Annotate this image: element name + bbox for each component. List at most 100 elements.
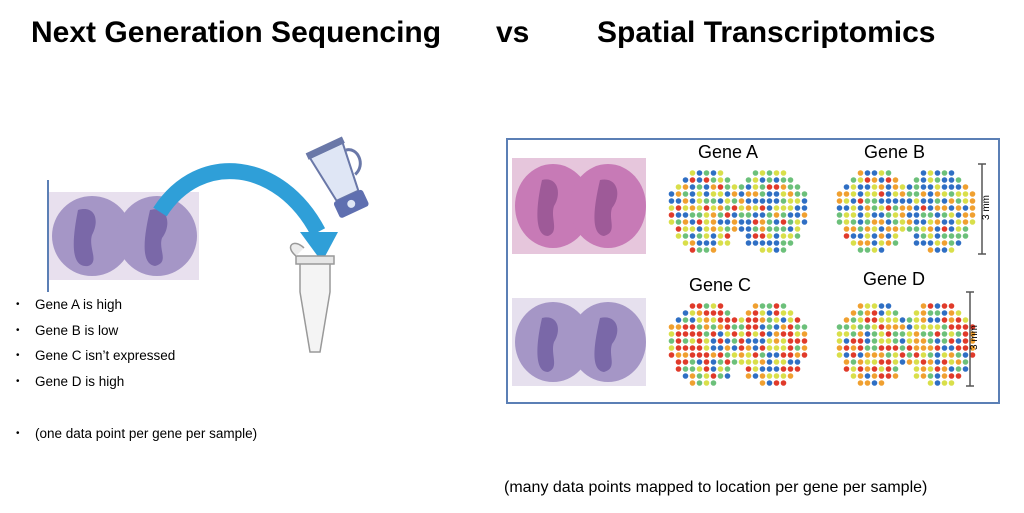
spot	[927, 310, 934, 316]
spot	[885, 184, 892, 190]
spot	[927, 240, 934, 246]
spot	[696, 317, 703, 323]
spot	[948, 226, 955, 232]
spot	[906, 205, 913, 211]
spot	[745, 338, 752, 344]
spot	[675, 226, 682, 232]
spot	[689, 219, 696, 225]
spot	[913, 219, 920, 225]
spot	[794, 345, 801, 351]
spot	[703, 303, 710, 309]
spot	[759, 310, 766, 316]
spot	[955, 324, 962, 330]
spot	[801, 352, 808, 358]
spot	[717, 331, 724, 337]
spot	[864, 191, 871, 197]
spot	[717, 212, 724, 218]
spot	[766, 247, 773, 253]
spot	[927, 331, 934, 337]
spot	[766, 331, 773, 337]
spot	[794, 233, 801, 239]
spot	[948, 345, 955, 351]
spot	[948, 303, 955, 309]
spot-map	[668, 303, 808, 386]
spot	[682, 240, 689, 246]
spot	[689, 205, 696, 211]
spot	[752, 184, 759, 190]
spot	[787, 233, 794, 239]
spot	[724, 219, 731, 225]
spot	[794, 205, 801, 211]
list-item: Gene B is low	[14, 323, 175, 349]
spot	[878, 352, 885, 358]
spot	[703, 380, 710, 386]
spot	[745, 352, 752, 358]
spot	[703, 247, 710, 253]
spot	[857, 205, 864, 211]
spot	[899, 345, 906, 351]
scale-bar	[966, 291, 974, 387]
spot	[675, 345, 682, 351]
spot	[710, 324, 717, 330]
spot	[955, 310, 962, 316]
spot	[745, 324, 752, 330]
spot	[787, 205, 794, 211]
spot	[668, 198, 675, 204]
spot	[724, 233, 731, 239]
spot	[962, 317, 969, 323]
spot	[724, 373, 731, 379]
spot	[941, 170, 948, 176]
spot	[731, 338, 738, 344]
spot	[703, 317, 710, 323]
spot	[682, 191, 689, 197]
spot	[941, 205, 948, 211]
spot	[731, 226, 738, 232]
spot	[724, 184, 731, 190]
spot	[878, 177, 885, 183]
spot	[899, 331, 906, 337]
spot	[794, 198, 801, 204]
spot	[745, 345, 752, 351]
spot	[717, 373, 724, 379]
spot	[878, 212, 885, 218]
spot	[955, 184, 962, 190]
spot	[794, 366, 801, 372]
spot	[962, 205, 969, 211]
spot	[941, 373, 948, 379]
spot	[857, 212, 864, 218]
spot	[696, 198, 703, 204]
spot	[724, 331, 731, 337]
spot	[752, 345, 759, 351]
spot	[871, 373, 878, 379]
spot	[955, 205, 962, 211]
spot	[934, 303, 941, 309]
spot	[759, 359, 766, 365]
spot	[773, 373, 780, 379]
spot	[962, 352, 969, 358]
spot	[878, 380, 885, 386]
spot	[927, 324, 934, 330]
spot	[941, 247, 948, 253]
spot	[675, 212, 682, 218]
spot	[710, 205, 717, 211]
spot	[871, 310, 878, 316]
spot	[696, 352, 703, 358]
spot	[710, 247, 717, 253]
spot	[920, 345, 927, 351]
spot	[941, 338, 948, 344]
spot	[752, 170, 759, 176]
spot	[913, 191, 920, 197]
spot	[850, 373, 857, 379]
spot	[836, 352, 843, 358]
spot	[955, 177, 962, 183]
spot	[885, 324, 892, 330]
spot	[920, 219, 927, 225]
spot	[892, 324, 899, 330]
spot	[689, 366, 696, 372]
spot	[962, 219, 969, 225]
spot	[752, 233, 759, 239]
spot	[857, 177, 864, 183]
spot	[773, 198, 780, 204]
spot	[668, 324, 675, 330]
tissue-section-ngs	[49, 192, 199, 280]
